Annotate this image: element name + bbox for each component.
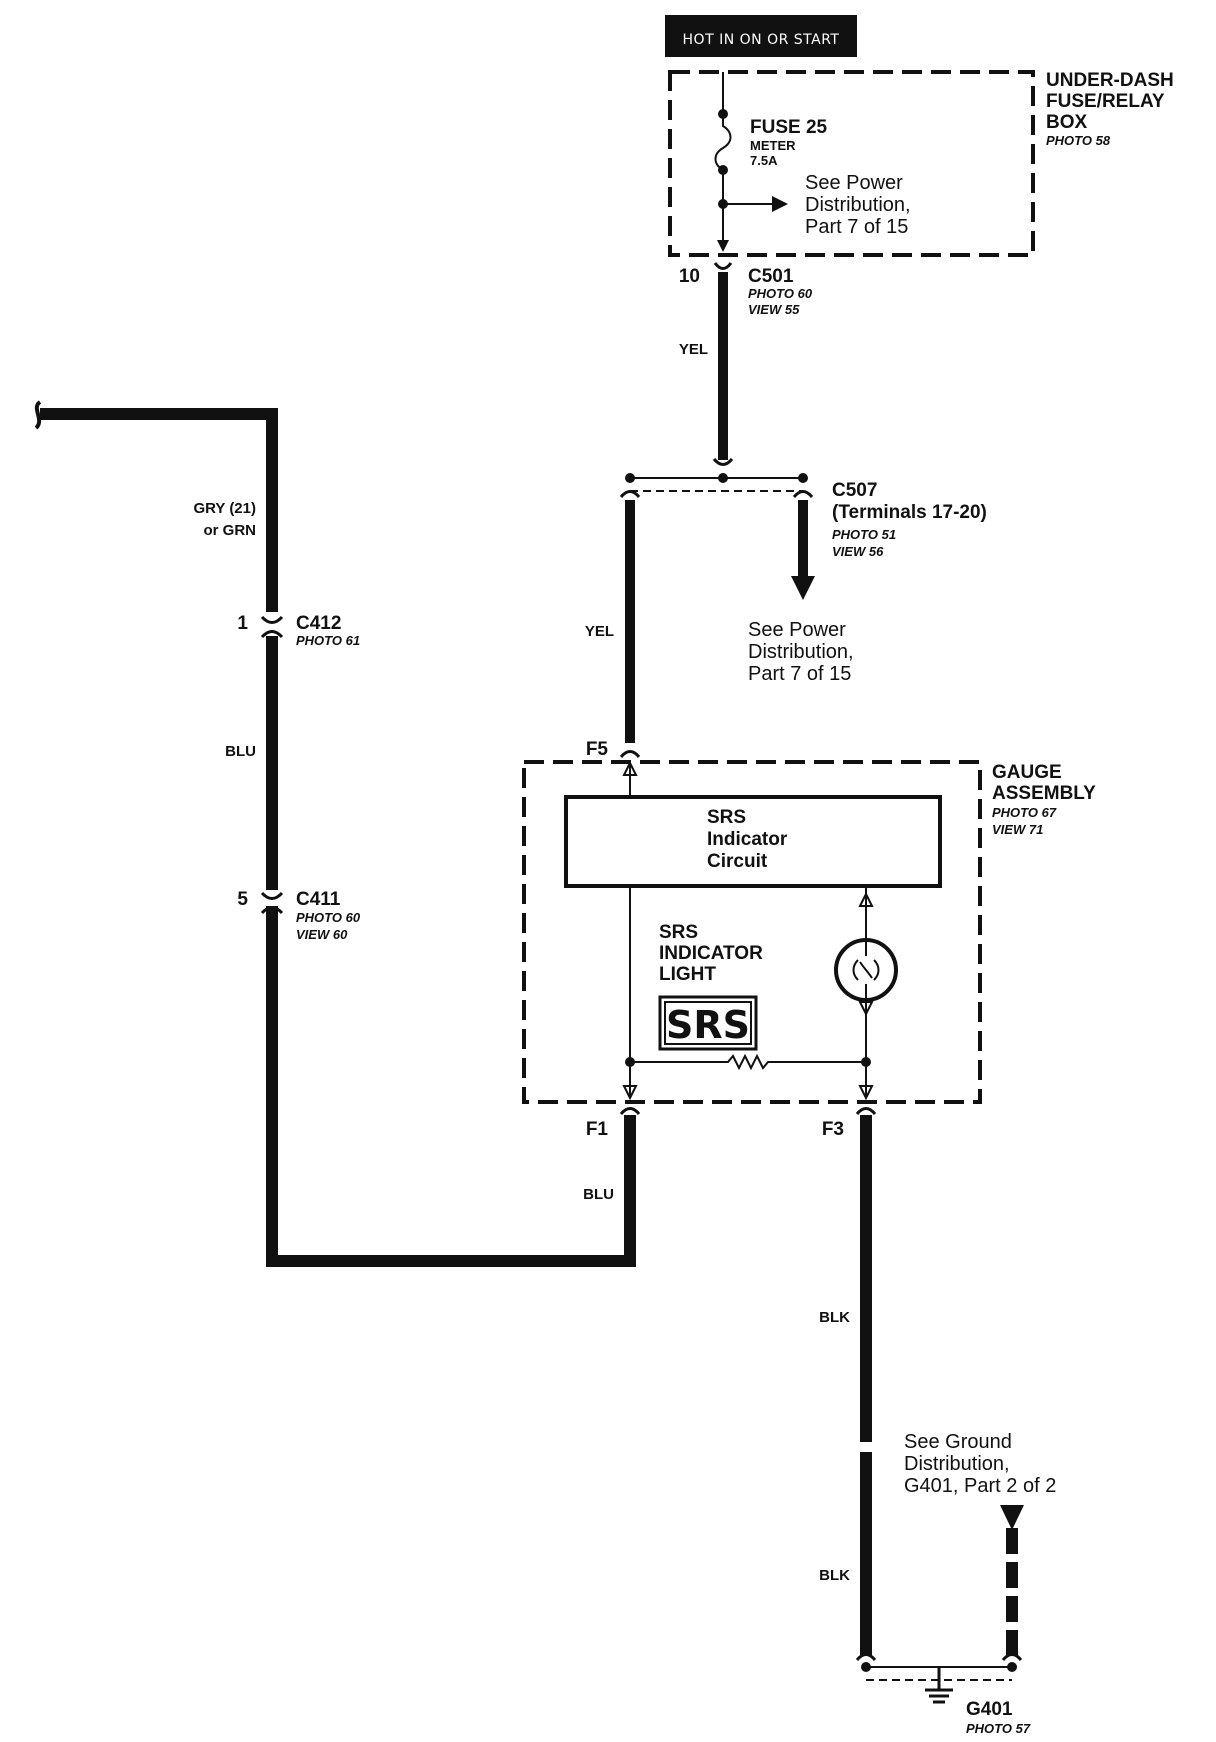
c507-connector-symbol-left: [619, 490, 641, 499]
c507-view: VIEW 56: [832, 544, 884, 559]
c507-connector-symbol-right: [792, 490, 814, 499]
f3-down-arrow-icon: [858, 1085, 874, 1101]
ground-connector-right: [1001, 1653, 1023, 1662]
srs-badge-inner: [664, 1001, 752, 1045]
gry-wire-label-line-2: or GRN: [204, 522, 257, 539]
bulb-down-arrow-icon: [858, 1001, 874, 1017]
fuse-see-note-line-1: See Power: [805, 172, 903, 194]
c501-pin: 10: [679, 266, 700, 287]
c412-connector-top: [260, 615, 284, 624]
ground-junction-left: [861, 1662, 871, 1672]
ground-photo: PHOTO 57: [966, 1721, 1031, 1736]
gauge-assembly-outline: [522, 760, 982, 1104]
c411-view: VIEW 60: [296, 927, 348, 942]
f1-connector-symbol: [619, 1107, 641, 1116]
c411-photo: PHOTO 60: [296, 910, 361, 925]
yel-wire-label-top: YEL: [679, 341, 708, 358]
c412-photo: PHOTO 61: [296, 633, 360, 648]
fuse-label: METER: [750, 138, 796, 153]
c412-pin: 1: [237, 613, 248, 634]
f1-down-arrow-icon: [622, 1085, 638, 1101]
f3-pin-label: F3: [822, 1119, 844, 1140]
gauge-title-line-2: ASSEMBLY: [992, 783, 1096, 804]
c507-junction-left: [625, 473, 635, 483]
wire-break-icon: [34, 400, 42, 430]
c501-name: C501: [748, 266, 794, 287]
c411-name: C411: [296, 889, 341, 910]
ground-see-note-line-1: See Ground: [904, 1431, 1012, 1453]
ground-junction-right: [1007, 1662, 1017, 1672]
c411-connector-bottom: [260, 906, 284, 915]
srs-badge-outer: [658, 995, 758, 1051]
circuit-label-line-2: Indicator: [707, 829, 788, 850]
blu-wire-label-middle: BLU: [225, 743, 256, 760]
yel-wire-label-left: YEL: [585, 623, 614, 640]
fuse-name: FUSE 25: [750, 117, 828, 138]
f3-connector-symbol: [855, 1107, 877, 1116]
under-dash-title-line-2: FUSE/RELAY: [1046, 91, 1165, 112]
light-label-line-1: SRS: [659, 922, 698, 943]
fuse-symbol: [714, 114, 732, 171]
branch-arrow-icon: [772, 196, 788, 212]
ground-connector-left: [855, 1653, 877, 1662]
under-dash-box-outline: [668, 70, 1035, 257]
c507-connector-symbol-top: [712, 457, 734, 466]
c501-connector-symbol: [713, 262, 733, 270]
light-label-line-2: INDICATOR: [659, 943, 763, 964]
under-dash-title-line-3: BOX: [1046, 112, 1088, 133]
c412-connector-bottom: [260, 630, 284, 639]
gauge-photo: PHOTO 67: [992, 805, 1057, 820]
srs-badge-text: SRS: [666, 1003, 750, 1047]
ground-name: G401: [966, 1699, 1013, 1720]
gry-wire-top: [40, 408, 278, 612]
c507-junction-mid: [718, 473, 728, 483]
fuse-rating: 7.5A: [750, 153, 778, 168]
ground-ref-arrow-icon: [1000, 1505, 1024, 1530]
c507-junction-right: [798, 473, 808, 483]
c507-name: C507: [832, 480, 877, 501]
f5-up-arrow-icon: [622, 760, 638, 776]
c412-name: C412: [296, 613, 341, 634]
blk-wire-label-lower: BLK: [819, 1567, 850, 1584]
bulb-filament-icon: [852, 940, 880, 1000]
light-label-line-3: LIGHT: [659, 964, 716, 985]
ground-icon: [925, 1667, 953, 1704]
resistor-icon: [630, 1053, 866, 1071]
c411-connector-top: [260, 891, 284, 900]
blu-wire-f1: [266, 906, 636, 1267]
circuit-label-line-1: SRS: [707, 807, 746, 828]
fuse-see-note-line-2: Distribution,: [805, 194, 911, 216]
under-dash-box-title: UNDER-DASH FUSE/RELAY BOX PHOTO 58: [1046, 70, 1174, 148]
header-text: HOT IN ON OR START: [683, 32, 840, 48]
c507-photo: PHOTO 51: [832, 527, 896, 542]
ground-see-note-line-3: G401, Part 2 of 2: [904, 1475, 1056, 1497]
c411-pin: 5: [237, 889, 248, 910]
under-dash-title-line-1: UNDER-DASH: [1046, 70, 1174, 91]
c501-view: VIEW 55: [748, 302, 800, 317]
c507-see-note-line-3: Part 7 of 15: [748, 663, 851, 685]
ground-see-note-line-2: Distribution,: [904, 1453, 1010, 1475]
c507-branch-arrow-icon: [791, 576, 815, 600]
gauge-title-line-1: GAUGE: [992, 762, 1062, 783]
f1-pin-label: F1: [586, 1119, 609, 1140]
blk-wire-label-upper: BLK: [819, 1309, 850, 1326]
fuse-see-note-line-3: Part 7 of 15: [805, 216, 908, 238]
f5-pin-label: F5: [586, 739, 609, 760]
blu-wire-label-f1: BLU: [583, 1186, 614, 1203]
c507-see-note-line-2: Distribution,: [748, 641, 854, 663]
c507-see-note-line-1: See Power: [748, 619, 846, 641]
c507-terminals: (Terminals 17-20): [832, 502, 987, 523]
gry-wire-label-line-1: GRY (21): [193, 500, 256, 517]
header-banner: [665, 15, 857, 57]
circuit-label-line-3: Circuit: [707, 851, 768, 872]
fuse-down-arrow-icon: [717, 240, 729, 252]
srs-indicator-circuit-box: [564, 795, 942, 888]
under-dash-photo: PHOTO 58: [1046, 133, 1111, 148]
c501-photo: PHOTO 60: [748, 286, 813, 301]
gauge-view: VIEW 71: [992, 822, 1043, 837]
f5-connector-symbol: [619, 750, 641, 759]
bulb-up-arrow-icon: [858, 891, 874, 907]
